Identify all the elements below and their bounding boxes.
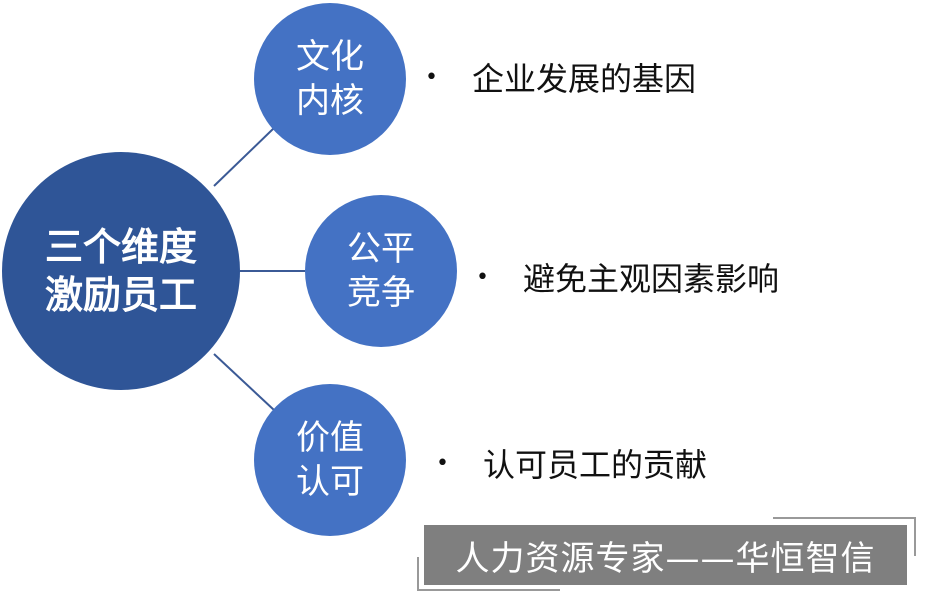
branch-node-fairness: 公平 竞争	[305, 195, 457, 347]
branch-line1: 公平	[347, 229, 415, 269]
branch-node-recognition: 价值 认可	[254, 384, 406, 536]
branch-node-culture: 文化 内核	[254, 3, 406, 155]
center-line2: 激励员工	[44, 273, 197, 317]
branch-line2: 竞争	[347, 273, 415, 313]
bullet-text: 企业发展的基因	[471, 60, 696, 98]
banner-bracket-top-right	[773, 517, 916, 556]
bullet-icon: •	[476, 264, 489, 290]
bullet-culture: • 企业发展的基因	[425, 54, 696, 100]
brand-banner: 人力资源专家——华恒智信	[424, 525, 907, 585]
bullet-icon: •	[425, 64, 438, 90]
banner-bracket-bottom-left	[417, 557, 560, 591]
bullet-icon: •	[436, 450, 449, 476]
branch-line2: 认可	[296, 462, 364, 502]
bullet-fairness: • 避免主观因素影响	[476, 254, 779, 300]
connector-bottom	[213, 353, 275, 411]
branch-line1: 文化	[296, 37, 364, 77]
branch-line2: 内核	[296, 81, 364, 121]
bullet-text: 认可员工的贡献	[482, 446, 707, 484]
branch-line1: 价值	[296, 418, 364, 458]
bullet-recognition: • 认可员工的贡献	[436, 440, 707, 486]
center-line1: 三个维度	[44, 225, 197, 269]
center-node: 三个维度 激励员工	[2, 152, 240, 390]
connector-top	[213, 127, 275, 187]
bullet-text: 避免主观因素影响	[522, 260, 779, 298]
